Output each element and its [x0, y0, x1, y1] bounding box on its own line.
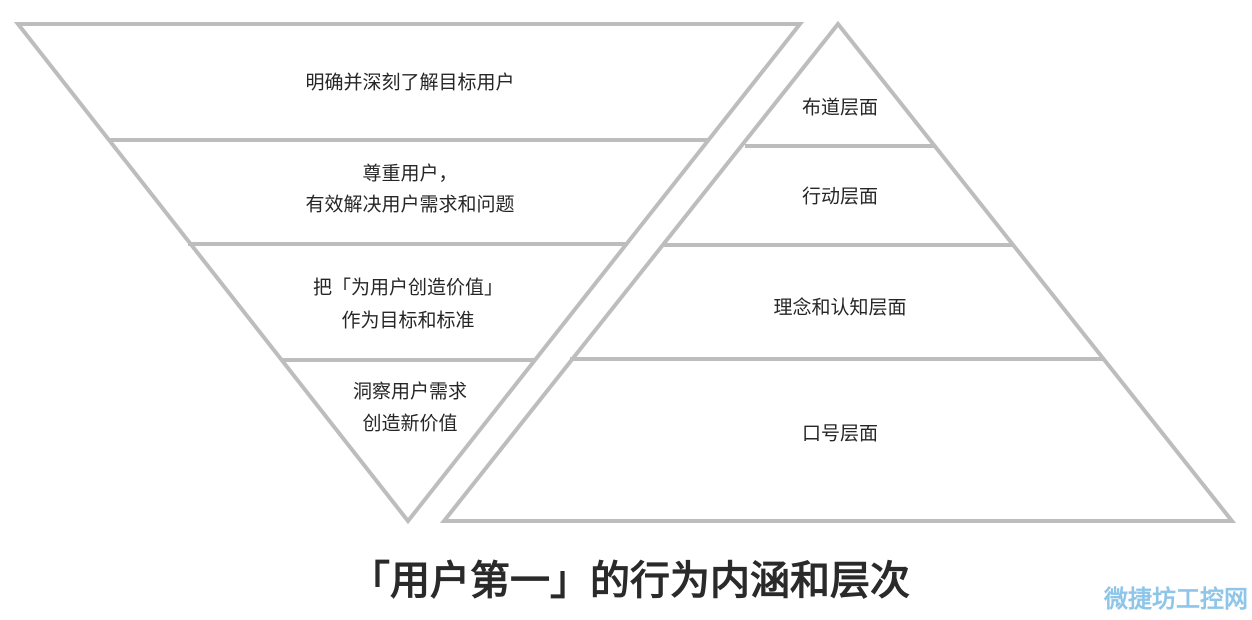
diagram-caption: 「用户第一」的行为内涵和层次: [350, 558, 910, 604]
pyramid-outline: [439, 20, 1237, 523]
inverted-level-4-line-1: 洞察用户需求: [353, 381, 467, 403]
pyramid-level-3-label: 理念和认知层面: [773, 296, 906, 319]
inverted-triangle: 明确并深刻了解目标用户 尊重用户， 有效解决用户需求和问题 把「为用户创造价值」…: [13, 22, 805, 525]
watermark: 微捷坊工控网: [1103, 585, 1248, 613]
pyramid-level-2-label: 行动层面: [802, 186, 878, 208]
inverted-level-2-line-1: 尊重用户，: [362, 163, 457, 185]
inverted-triangle-outline: [13, 22, 805, 525]
inverted-level-4-line-2: 创造新价值: [362, 413, 457, 435]
inverted-level-1-line-1: 明确并深刻了解目标用户: [305, 72, 514, 94]
inverted-level-3-line-1: 把「为用户创造价值」: [313, 277, 503, 299]
pyramid: 布道层面 行动层面 理念和认知层面 口号层面: [439, 20, 1237, 523]
inverted-level-3-line-2: 作为目标和标准: [341, 310, 474, 332]
inverted-level-2-line-2: 有效解决用户需求和问题: [305, 194, 514, 216]
pyramid-level-1-label: 布道层面: [802, 97, 878, 119]
pyramid-level-4-label: 口号层面: [802, 423, 878, 445]
